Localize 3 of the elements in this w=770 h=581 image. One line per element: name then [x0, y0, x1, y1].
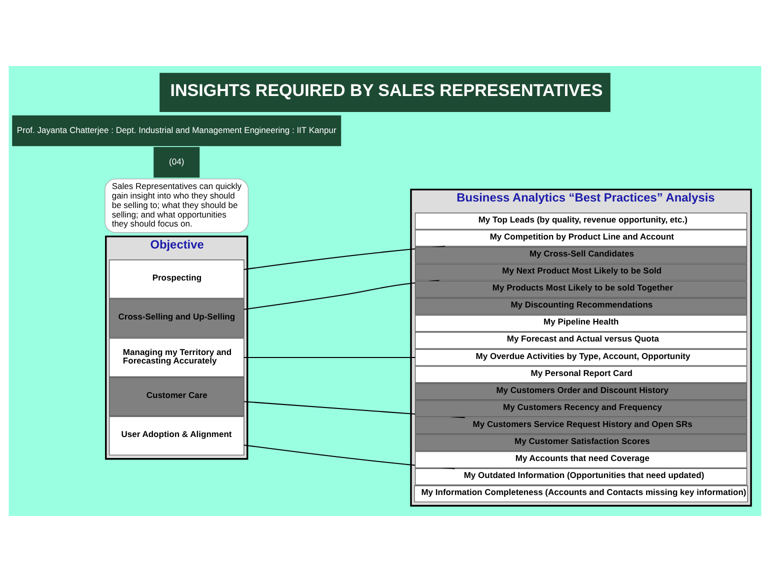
label: Prof. Jayanta Chatterjee : Dept. Industrial and Management Engineering : IIT Kanpur	[16, 124, 336, 134]
diagram-title: INSIGHTS REQUIRED BY SALES REPRESENTATIVES	[170, 80, 603, 100]
label: (04)	[169, 156, 184, 166]
